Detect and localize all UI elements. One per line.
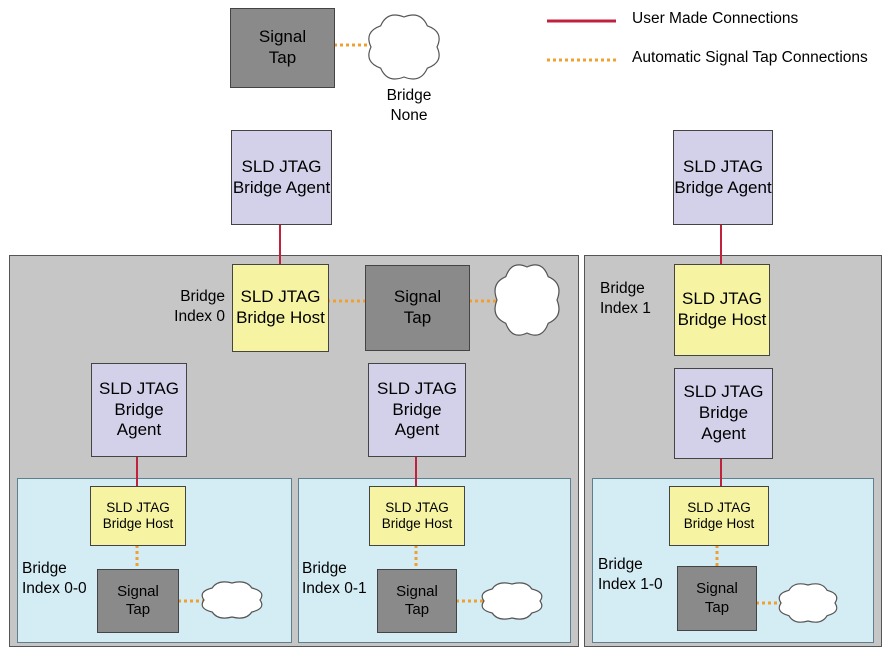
signal-tap-box: Signal Tap [365,265,470,351]
bridge-index-1-label: Bridge Index 1 [600,280,651,318]
bridge-index-0-label: Bridge Index 0 [174,288,225,326]
bridge-index-0-0-label: Bridge Index 0-0 [22,560,87,598]
sld-jtag-bridge-agent-box: SLD JTAG Bridge Agent [673,130,773,225]
sld-jtag-bridge-host-box: SLD JTAG Bridge Host [669,486,769,546]
sld-jtag-bridge-host-box: SLD JTAG Bridge Host [232,264,329,352]
signal-tap-box: Signal Tap [377,569,457,633]
legend-user-made-label: User Made Connections [632,10,799,27]
sld-jtag-bridge-agent-box: SLD JTAG Bridge Agent [91,363,187,457]
signal-tap-box: Signal Tap [677,566,757,631]
cloud-icon [494,264,560,336]
sld-jtag-bridge-agent-box: SLD JTAG Bridge Agent [231,130,332,225]
sld-jtag-bridge-host-box: SLD JTAG Bridge Host [674,264,770,356]
bridge-index-0-1-label: Bridge Index 0-1 [302,560,367,598]
bridge-none-label: Bridge None [386,87,432,125]
sld-jtag-bridge-host-box: SLD JTAG Bridge Host [369,486,465,546]
legend-automatic-label: Automatic Signal Tap Connections [632,49,868,66]
cloud-icon [778,583,838,623]
sld-jtag-bridge-agent-box: SLD JTAG Bridge Agent [674,368,773,459]
cloud-icon [368,14,440,80]
signal-tap-box: Signal Tap [97,569,179,633]
bridge-index-1-0-label: Bridge Index 1-0 [598,556,663,594]
signal-tap-box: Signal Tap [230,8,335,88]
sld-jtag-bridge-agent-box: SLD JTAG Bridge Agent [368,363,466,457]
cloud-icon [201,581,263,619]
cloud-icon [481,582,543,620]
sld-jtag-bridge-host-box: SLD JTAG Bridge Host [90,486,186,546]
